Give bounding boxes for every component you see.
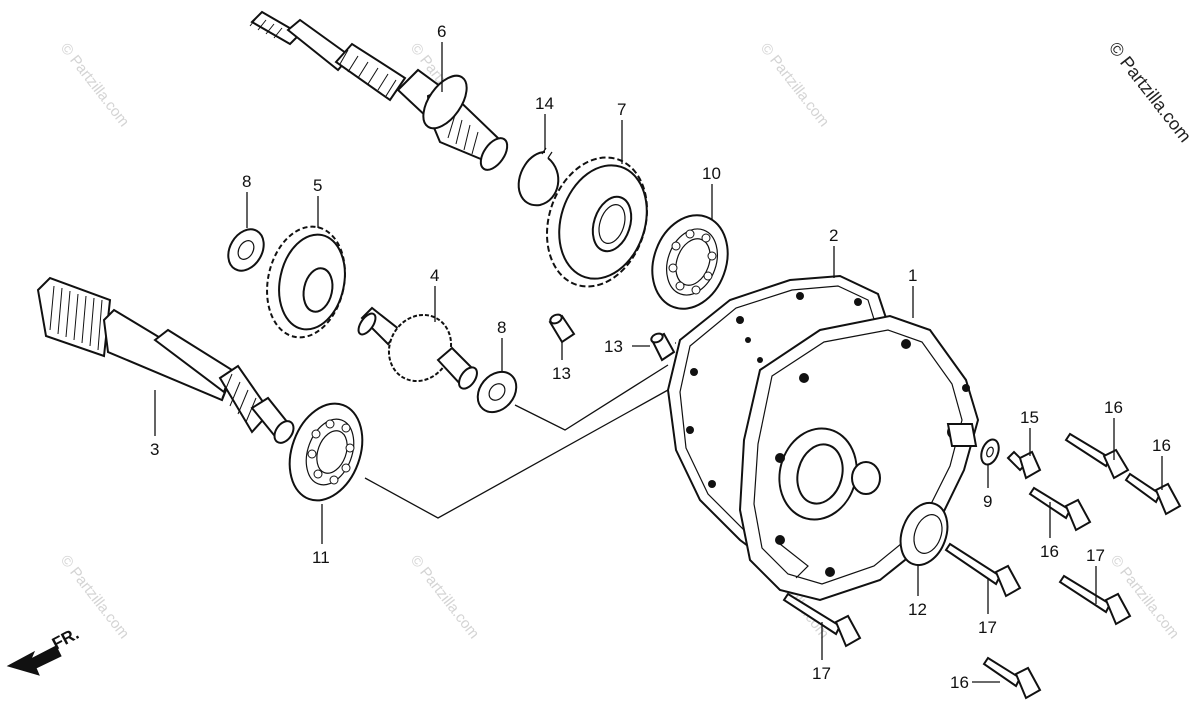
watermark-3: © Partzilla.com — [757, 40, 833, 130]
front-direction-indicator: FR. — [6, 624, 82, 676]
callout-6: 6 — [437, 22, 446, 41]
callout-17-center: 17 — [978, 618, 997, 637]
part-5-gear — [266, 225, 346, 339]
part-16-bolt-d — [982, 656, 1042, 700]
part-13-dowel-right — [650, 332, 676, 362]
callout-9: 9 — [983, 492, 992, 511]
part-16-bolt-a — [1064, 432, 1130, 480]
callout-5: 5 — [313, 176, 322, 195]
callout-8-middle: 8 — [497, 318, 506, 337]
callout-1: 1 — [908, 266, 917, 285]
part-11-bearing — [288, 402, 364, 502]
part-16-bolt-b — [1124, 472, 1182, 516]
part-17-bolt-c — [782, 592, 862, 648]
callout-11: 11 — [312, 548, 330, 567]
callout-14: 14 — [535, 94, 554, 113]
part-3-shaft — [36, 276, 295, 444]
part-10-bearing — [651, 214, 729, 310]
callout-16-middle: 16 — [1040, 542, 1059, 561]
part-8-washer-top — [227, 228, 265, 272]
callout-12: 12 — [908, 600, 927, 619]
callout-4: 4 — [430, 266, 439, 285]
callout-15: 15 — [1020, 408, 1039, 427]
callout-7: 7 — [617, 100, 626, 119]
watermark-1: © Partzilla.com — [57, 40, 133, 130]
part-15-bolt — [1006, 450, 1042, 480]
callout-2: 2 — [829, 226, 838, 245]
callout-leaders — [154, 42, 1163, 683]
callout-8-top: 8 — [242, 172, 251, 191]
part-8-washer-middle — [476, 370, 518, 414]
part-17-bolt-a — [944, 542, 1022, 598]
part-16-bolt-c — [1028, 486, 1092, 532]
callout-13-left: 13 — [604, 337, 623, 356]
part-17-bolt-b — [1058, 574, 1132, 626]
part-14-circlip — [517, 147, 560, 207]
assembly-guide-lines — [364, 342, 676, 519]
part-7-gear — [546, 156, 648, 288]
part-6-shaft — [249, 10, 509, 171]
callout-16-bottom: 16 — [950, 673, 969, 692]
callout-17-bottom: 17 — [812, 664, 831, 683]
callout-16-right: 16 — [1152, 436, 1171, 455]
watermark-5: © Partzilla.com — [407, 552, 483, 642]
part-9-washer — [980, 438, 1000, 466]
front-arrow-icon — [6, 645, 62, 676]
callout-10: 10 — [702, 164, 721, 183]
part-12-oil-seal — [899, 502, 949, 566]
callout-13-lower: 13 — [552, 364, 571, 383]
part-4-gear-shaft — [357, 306, 478, 390]
copyright-text: © Partzilla.com — [1105, 38, 1195, 146]
callout-3: 3 — [150, 440, 159, 459]
part-13-dowel-left — [548, 313, 576, 344]
callout-labels: 1 2 3 4 5 6 7 8 8 9 10 11 12 13 13 14 15… — [150, 22, 1171, 692]
part-1-cover — [738, 314, 980, 602]
callout-17-right: 17 — [1086, 546, 1105, 565]
callout-16-top: 16 — [1104, 398, 1123, 417]
